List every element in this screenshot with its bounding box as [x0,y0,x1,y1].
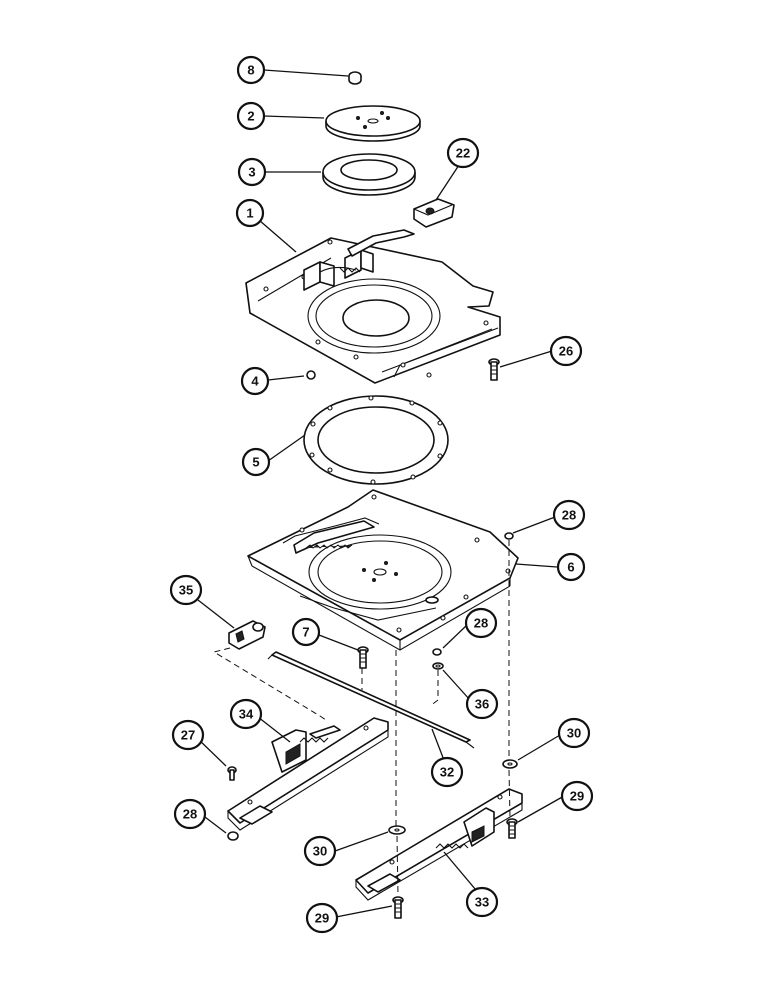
callout-label: 30 [313,844,327,859]
part-bolt-7 [357,646,369,669]
callout-28-mid: 28 [464,607,498,639]
callout-2: 2 [236,101,266,131]
callout-label: 33 [475,895,489,910]
callout-label: 4 [251,374,259,389]
part-washer-36 [432,662,444,670]
part-nut-28-upper [504,532,514,540]
callout-label: 27 [181,728,195,743]
callout-label: 29 [570,789,584,804]
callout-5: 5 [241,447,271,477]
callout-label: 8 [247,63,254,78]
part-slide-rail-33 [355,788,523,901]
callout-label: 30 [567,726,581,741]
callout-label: 28 [183,807,197,822]
part-ring-5 [303,395,449,485]
part-bolt-29-right [506,818,518,839]
callout-26: 26 [549,335,583,367]
callout-29-left: 29 [305,902,339,934]
callout-label: 5 [252,455,259,470]
callout-label: 28 [474,616,488,631]
callout-22: 22 [446,137,480,169]
part-upper-plate-1 [245,229,501,384]
callout-27: 27 [171,719,205,751]
callout-30-left: 30 [303,835,337,867]
callout-33: 33 [465,886,499,918]
part-bolt-29-left [392,896,404,919]
callout-7: 7 [291,617,321,647]
callout-28-lower: 28 [173,798,207,830]
callout-label: 28 [562,508,576,523]
callout-label: 26 [559,344,573,359]
callout-6: 6 [556,552,586,582]
part-bolt-26 [488,358,500,381]
callout-label: 29 [315,911,329,926]
part-base-plate-6 [247,489,519,651]
callout-36: 36 [465,688,499,720]
callout-34: 34 [229,698,263,730]
part-washer-30-right [502,759,518,769]
part-clamp-22 [413,198,455,228]
callout-label: 1 [246,206,253,221]
callout-label: 7 [302,625,309,640]
part-washer-30-left [388,825,406,835]
callout-label: 34 [239,707,254,722]
callout-29-right: 29 [560,780,594,812]
part-washer-3 [322,153,416,196]
callout-4: 4 [240,366,270,396]
part-nut-8 [348,71,362,85]
part-screw-27 [227,766,237,781]
callout-label: 36 [475,697,489,712]
callout-label: 3 [248,165,255,180]
callout-28-upper: 28 [552,499,586,531]
assembly-lines [212,540,511,897]
callout-label: 32 [440,765,454,780]
callout-label: 35 [179,583,193,598]
part-rod-32 [267,651,475,749]
part-ball-4 [306,370,316,380]
callout-1: 1 [235,198,265,228]
part-slide-rail-34 [227,717,389,831]
part-clip-35 [228,620,266,650]
callout-3: 3 [237,157,267,187]
callout-label: 6 [567,560,574,575]
callout-35: 35 [169,574,203,606]
part-nut-28-mid [432,648,442,656]
callout-32: 32 [430,756,464,788]
part-nut-28-lower [227,831,239,841]
callout-label: 22 [456,146,470,161]
callout-label: 2 [247,109,254,124]
callout-30-right: 30 [557,717,591,749]
part-plate-2 [325,105,421,142]
callout-8: 8 [236,55,266,85]
